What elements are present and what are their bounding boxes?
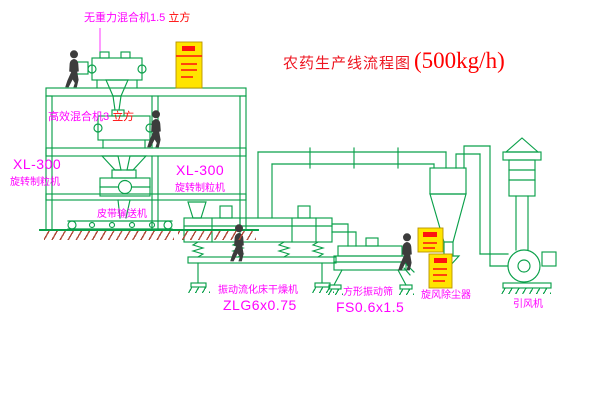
support-structure xyxy=(39,87,259,231)
diagram-title: 农药生产线流程图 (500kg/h) xyxy=(283,48,505,74)
person-figure-1 xyxy=(65,50,79,88)
ground-tick-dryer-l xyxy=(188,287,210,293)
person-figure-3 xyxy=(230,224,244,262)
ground-tick-fan xyxy=(501,288,551,294)
belt-conveyor xyxy=(67,220,173,230)
control-panel-3 xyxy=(428,253,453,289)
ground-tick-dryer-r xyxy=(312,287,334,293)
vibrating-sieve xyxy=(328,237,415,290)
belt-conveyor-label: 皮带输送机 xyxy=(97,209,147,220)
high-efficiency-mixer-unit: 立方 xyxy=(112,111,135,123)
rotary-granulator xyxy=(99,169,151,219)
person-figure-4 xyxy=(398,233,412,271)
ground-hatch-red xyxy=(44,231,174,240)
cyclone-label: 旋风除尘器 xyxy=(421,290,471,301)
control-panel-1 xyxy=(175,41,203,89)
ground-tick-sieve-r xyxy=(398,289,414,295)
granulator-mid-model-label: XL-300 xyxy=(176,162,225,178)
sieve-name-label: 方形振动筛 xyxy=(343,287,393,298)
fluid-bed-dryer xyxy=(183,201,357,288)
title-text: 农药生产线流程图 xyxy=(283,55,412,72)
horizontal-mixer-name: 无重力混合机1.5 xyxy=(84,12,166,24)
person-figure-2 xyxy=(147,110,161,148)
control-panel-2 xyxy=(417,227,444,253)
title-capacity: (500kg/h) xyxy=(414,48,505,73)
granulator-left-name-label: 旋转制粒机 xyxy=(10,177,60,188)
dryer-model-label: ZLG6x0.75 xyxy=(223,297,297,313)
fan-label: 引风机 xyxy=(513,299,543,310)
ground-hatch-red-2 xyxy=(178,231,256,240)
granulator-left-model-label: XL-300 xyxy=(13,156,62,172)
horizontal-mixer-label: 无重力混合机1.5 立方 xyxy=(84,12,191,25)
horizontal-mixer-unit: 立方 xyxy=(168,12,191,24)
induced-draft-fan xyxy=(502,195,557,289)
dryer-name-label: 振动流化床干燥机 xyxy=(218,285,298,296)
cyclone-separator xyxy=(429,145,509,269)
ground-tick-sieve-l xyxy=(327,289,343,295)
exhaust-stack-cap xyxy=(502,137,542,197)
sieve-model-label: FS0.6x1.5 xyxy=(336,299,405,315)
horizontal-mixer xyxy=(75,51,147,111)
exhaust-duct xyxy=(257,147,447,219)
high-efficiency-mixer-name: 高效混合机3 xyxy=(48,111,110,123)
granulator-mid-name-label: 旋转制粒机 xyxy=(175,183,225,194)
high-efficiency-mixer-label: 高效混合机3 立方 xyxy=(48,111,135,124)
